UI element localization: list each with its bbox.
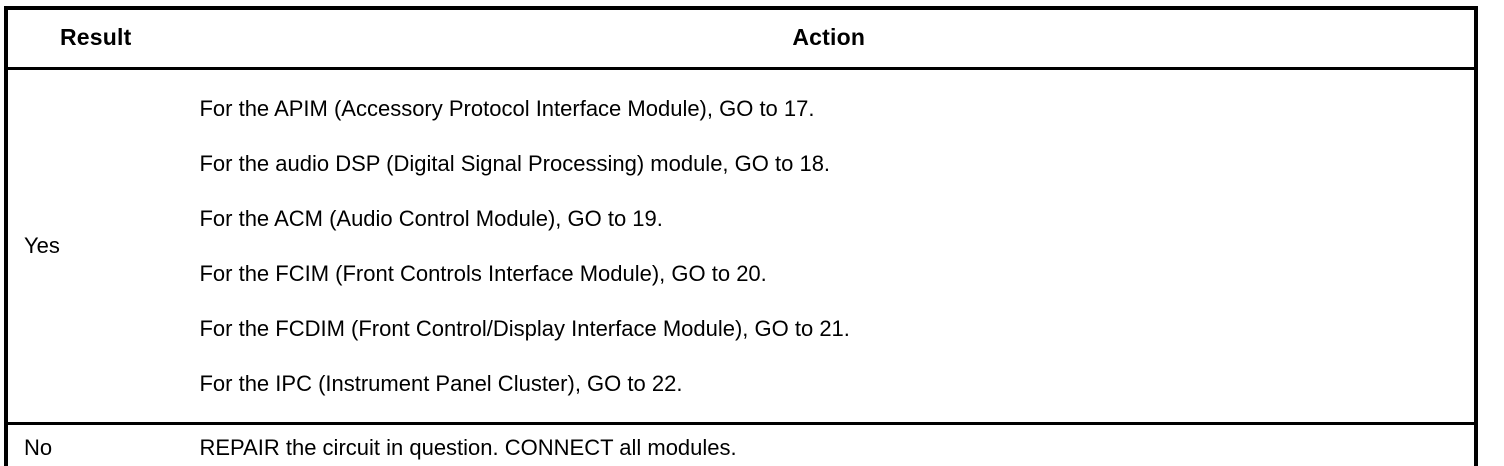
table-header: Result Action <box>6 8 1476 70</box>
list-item: For the APIM (Accessory Protocol Interfa… <box>199 95 815 121</box>
result-cell-yes: Yes <box>6 68 184 425</box>
table-header-row: Result Action <box>6 8 1476 70</box>
action-list: For the APIM (Accessory Protocol Interfa… <box>183 70 1474 422</box>
action-cell-yes: For the APIM (Accessory Protocol Interfa… <box>183 68 1476 425</box>
column-header-result: Result <box>6 8 184 70</box>
action-cell-no: REPAIR the circuit in question. CONNECT … <box>183 423 1476 466</box>
table-body: Yes For the APIM (Accessory Protocol Int… <box>6 68 1476 466</box>
result-cell-no: No <box>6 423 184 466</box>
list-item: For the ACM (Audio Control Module), GO t… <box>199 205 663 231</box>
list-item: For the audio DSP (Digital Signal Proces… <box>199 150 831 176</box>
table-row: No REPAIR the circuit in question. CONNE… <box>6 423 1476 466</box>
list-item: For the IPC (Instrument Panel Cluster), … <box>199 370 683 396</box>
list-item: For the FCIM (Front Controls Interface M… <box>199 260 767 286</box>
column-header-action: Action <box>183 8 1476 70</box>
diagnostic-result-action-table: Result Action Yes For the APIM (Accessor… <box>4 6 1478 466</box>
list-item: For the FCDIM (Front Control/Display Int… <box>199 315 850 341</box>
table-row: Yes For the APIM (Accessory Protocol Int… <box>6 68 1476 425</box>
